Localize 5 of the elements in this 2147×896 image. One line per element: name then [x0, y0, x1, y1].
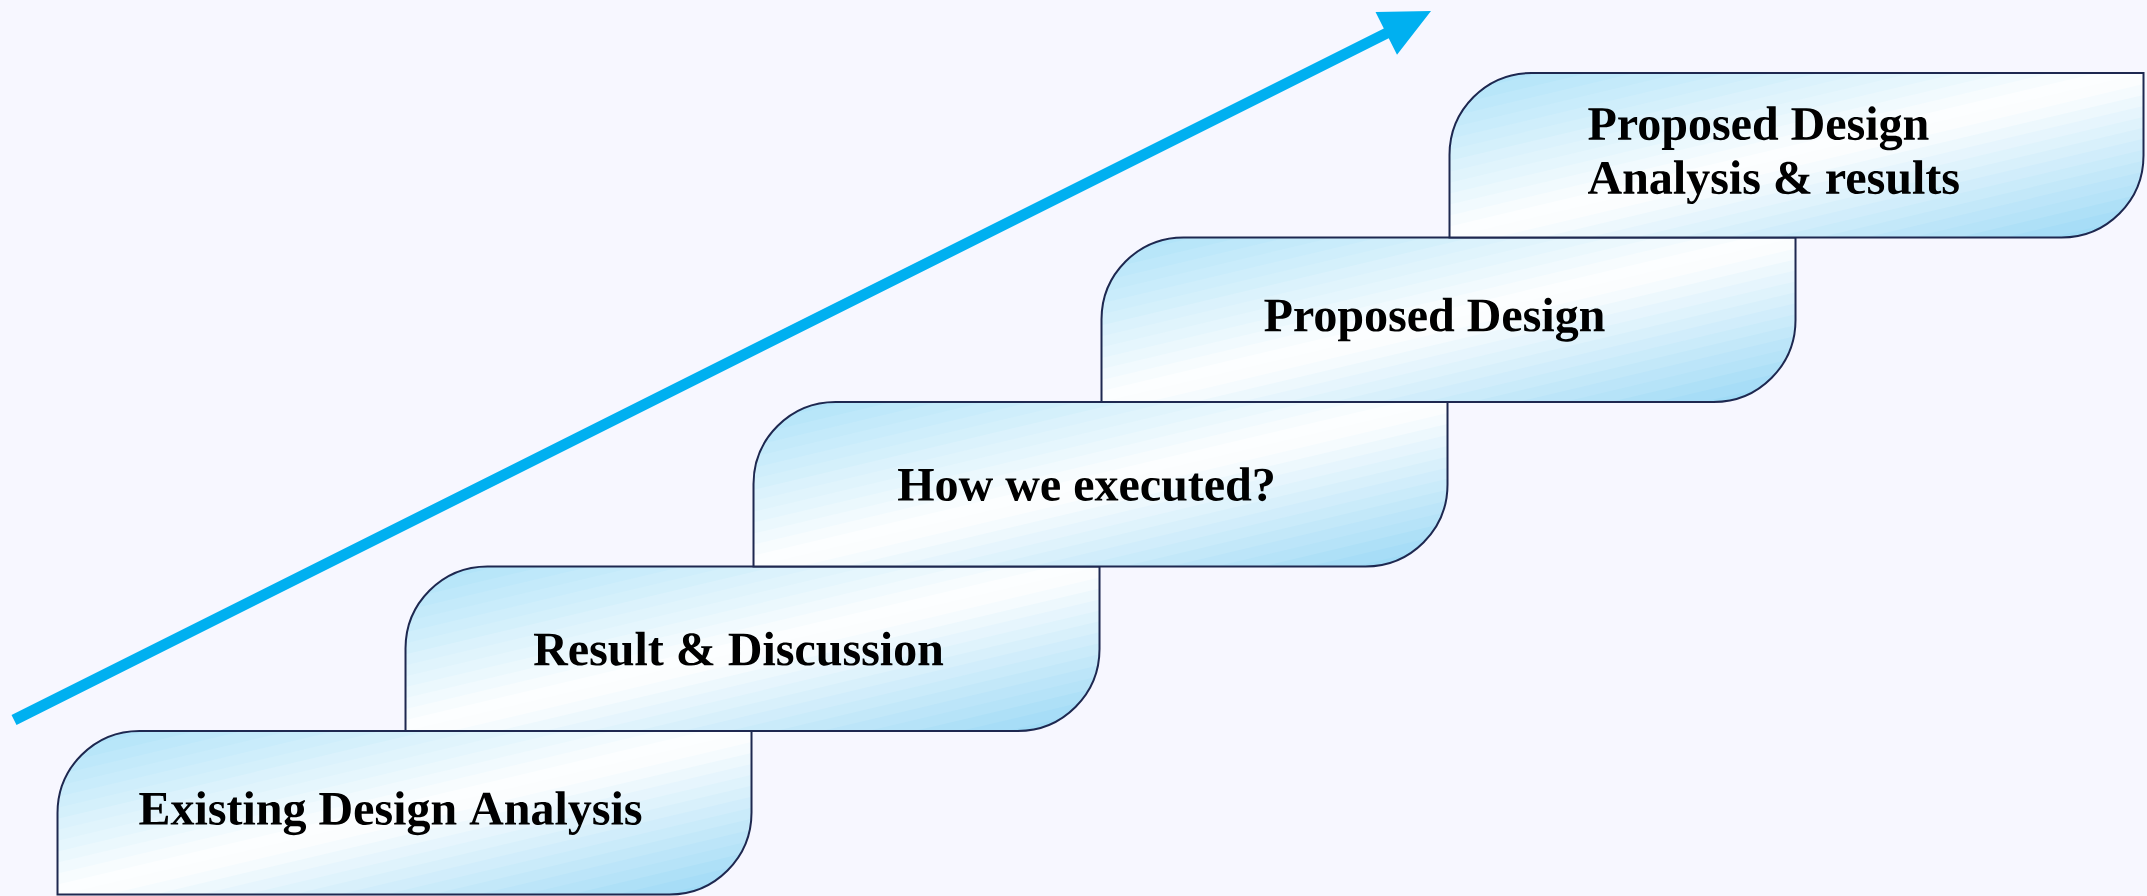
step-box: Existing Design Analysis [56, 730, 753, 896]
step-box: Result & Discussion [404, 565, 1101, 732]
step-box: Proposed Design [1100, 236, 1797, 403]
step-box: Proposed Design Analysis & results [1448, 72, 2145, 239]
step-box: How we executed? [752, 401, 1449, 568]
